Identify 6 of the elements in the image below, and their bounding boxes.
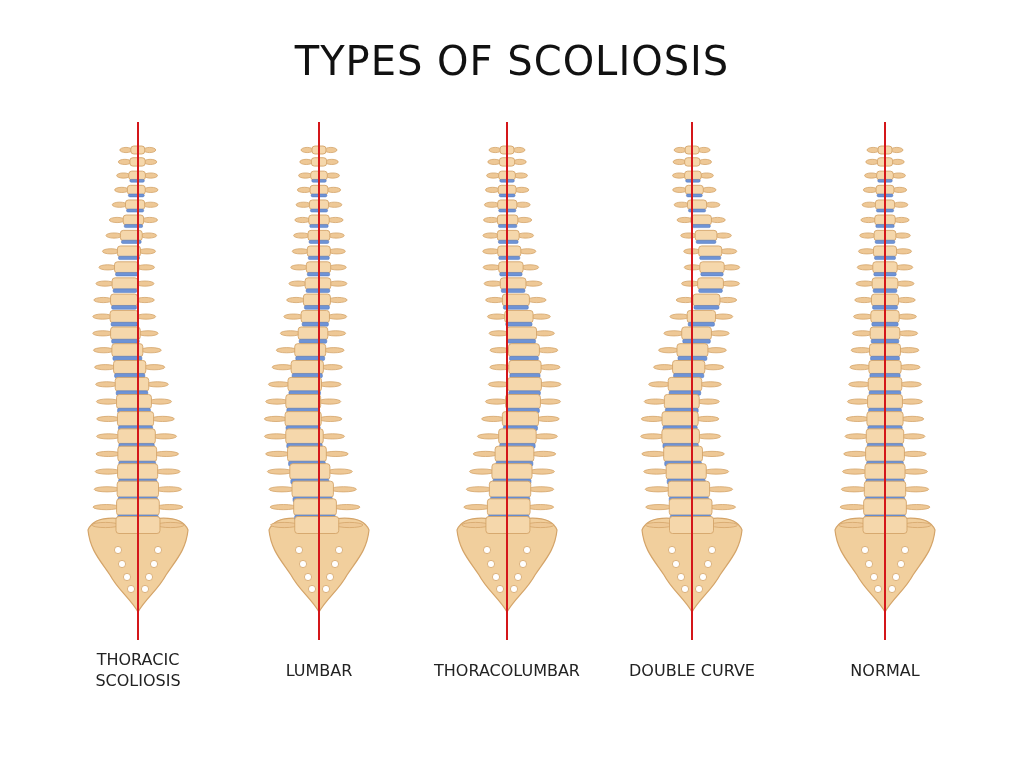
spine-type-label: THORACOLUMBAR <box>433 659 581 681</box>
spine-type-label: LUMBAR <box>284 659 354 681</box>
title: TYPES OF SCOLIOSIS <box>293 38 731 84</box>
spine-type-label: DOUBLE CURVE <box>628 659 756 681</box>
spine-type-label: NORMAL <box>849 659 921 681</box>
spine-type-label: THORACIC SCOLIOSIS <box>94 649 182 691</box>
